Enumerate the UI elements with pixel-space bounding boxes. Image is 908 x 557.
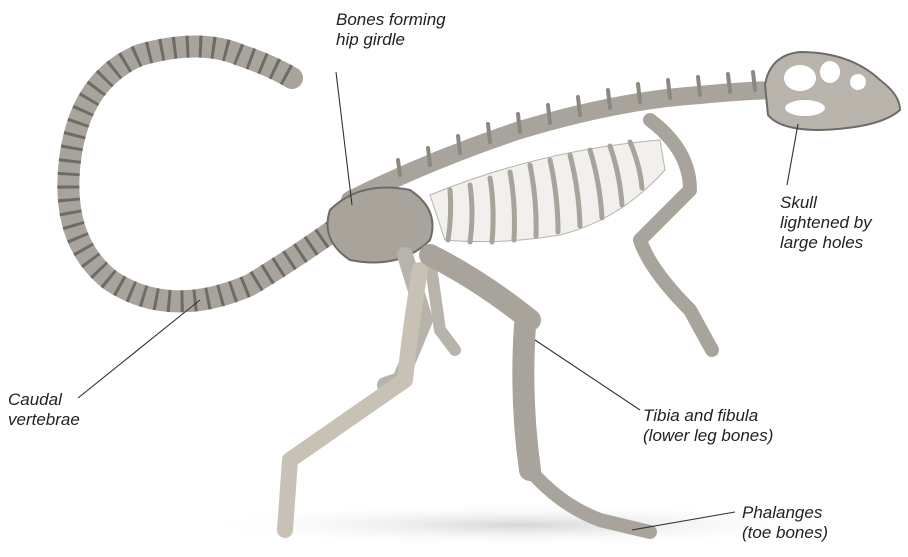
leader-caudal [78,300,200,398]
skull-opening-large [784,65,816,91]
label-phalanges-line-2: (toe bones) [742,523,828,543]
tibia-fibula [523,325,530,470]
leader-tibia [535,340,640,410]
label-skull-line-1: Skull [780,193,872,213]
label-tibia-line-1: Tibia and fibula [643,406,773,426]
skull-opening-lower [785,100,825,116]
leader-skull [787,124,798,185]
label-caudal-vertebrae: Caudal vertebrae [8,390,80,430]
label-tibia-line-2: (lower leg bones) [643,426,773,446]
hind-leg-far [285,270,420,530]
label-caudal-line-1: Caudal [8,390,80,410]
label-tibia-fibula: Tibia and fibula (lower leg bones) [643,406,773,446]
skull-opening-mid [820,61,840,83]
hip-girdle [328,188,433,263]
label-hip-girdle: Bones forming hip girdle [336,10,446,50]
label-phalanges-line-1: Phalanges [742,503,828,523]
label-skull-line-3: large holes [780,233,872,253]
label-hip-girdle-line-2: hip girdle [336,30,446,50]
skull-opening-small [850,74,866,90]
label-caudal-line-2: vertebrae [8,410,80,430]
label-skull-line-2: lightened by [780,213,872,233]
label-skull: Skull lightened by large holes [780,193,872,253]
label-hip-girdle-line-1: Bones forming [336,10,446,30]
leader-hip-girdle [336,72,352,205]
tail-vertebrae [68,47,355,302]
label-phalanges: Phalanges (toe bones) [742,503,828,543]
femur [430,255,530,320]
